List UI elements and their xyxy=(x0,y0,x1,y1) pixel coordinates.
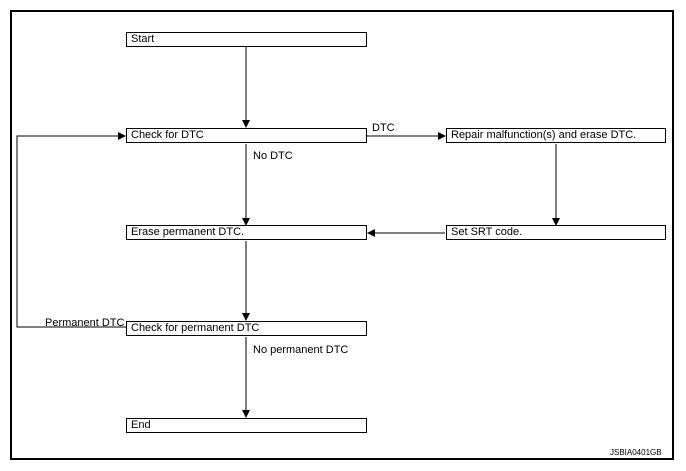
node-repair: Repair malfunction(s) and erase DTC. xyxy=(446,128,666,143)
node-erase-permanent: Erase permanent DTC. xyxy=(126,225,367,240)
node-start: Start xyxy=(126,32,367,47)
node-end: End xyxy=(126,418,367,433)
edge-label-no-dtc: No DTC xyxy=(253,150,293,162)
arrow-permanent-loop-back xyxy=(16,132,126,328)
edge-label-dtc: DTC xyxy=(372,122,395,134)
node-check-dtc: Check for DTC xyxy=(126,128,367,143)
node-check-permanent: Check for permanent DTC xyxy=(126,321,367,336)
figure-code: JSBIA0401GB xyxy=(610,448,662,457)
edge-label-no-permanent-dtc: No permanent DTC xyxy=(253,344,349,356)
node-set-srt: Set SRT code. xyxy=(446,225,666,240)
edge-label-permanent-dtc: Permanent DTC xyxy=(45,317,125,329)
